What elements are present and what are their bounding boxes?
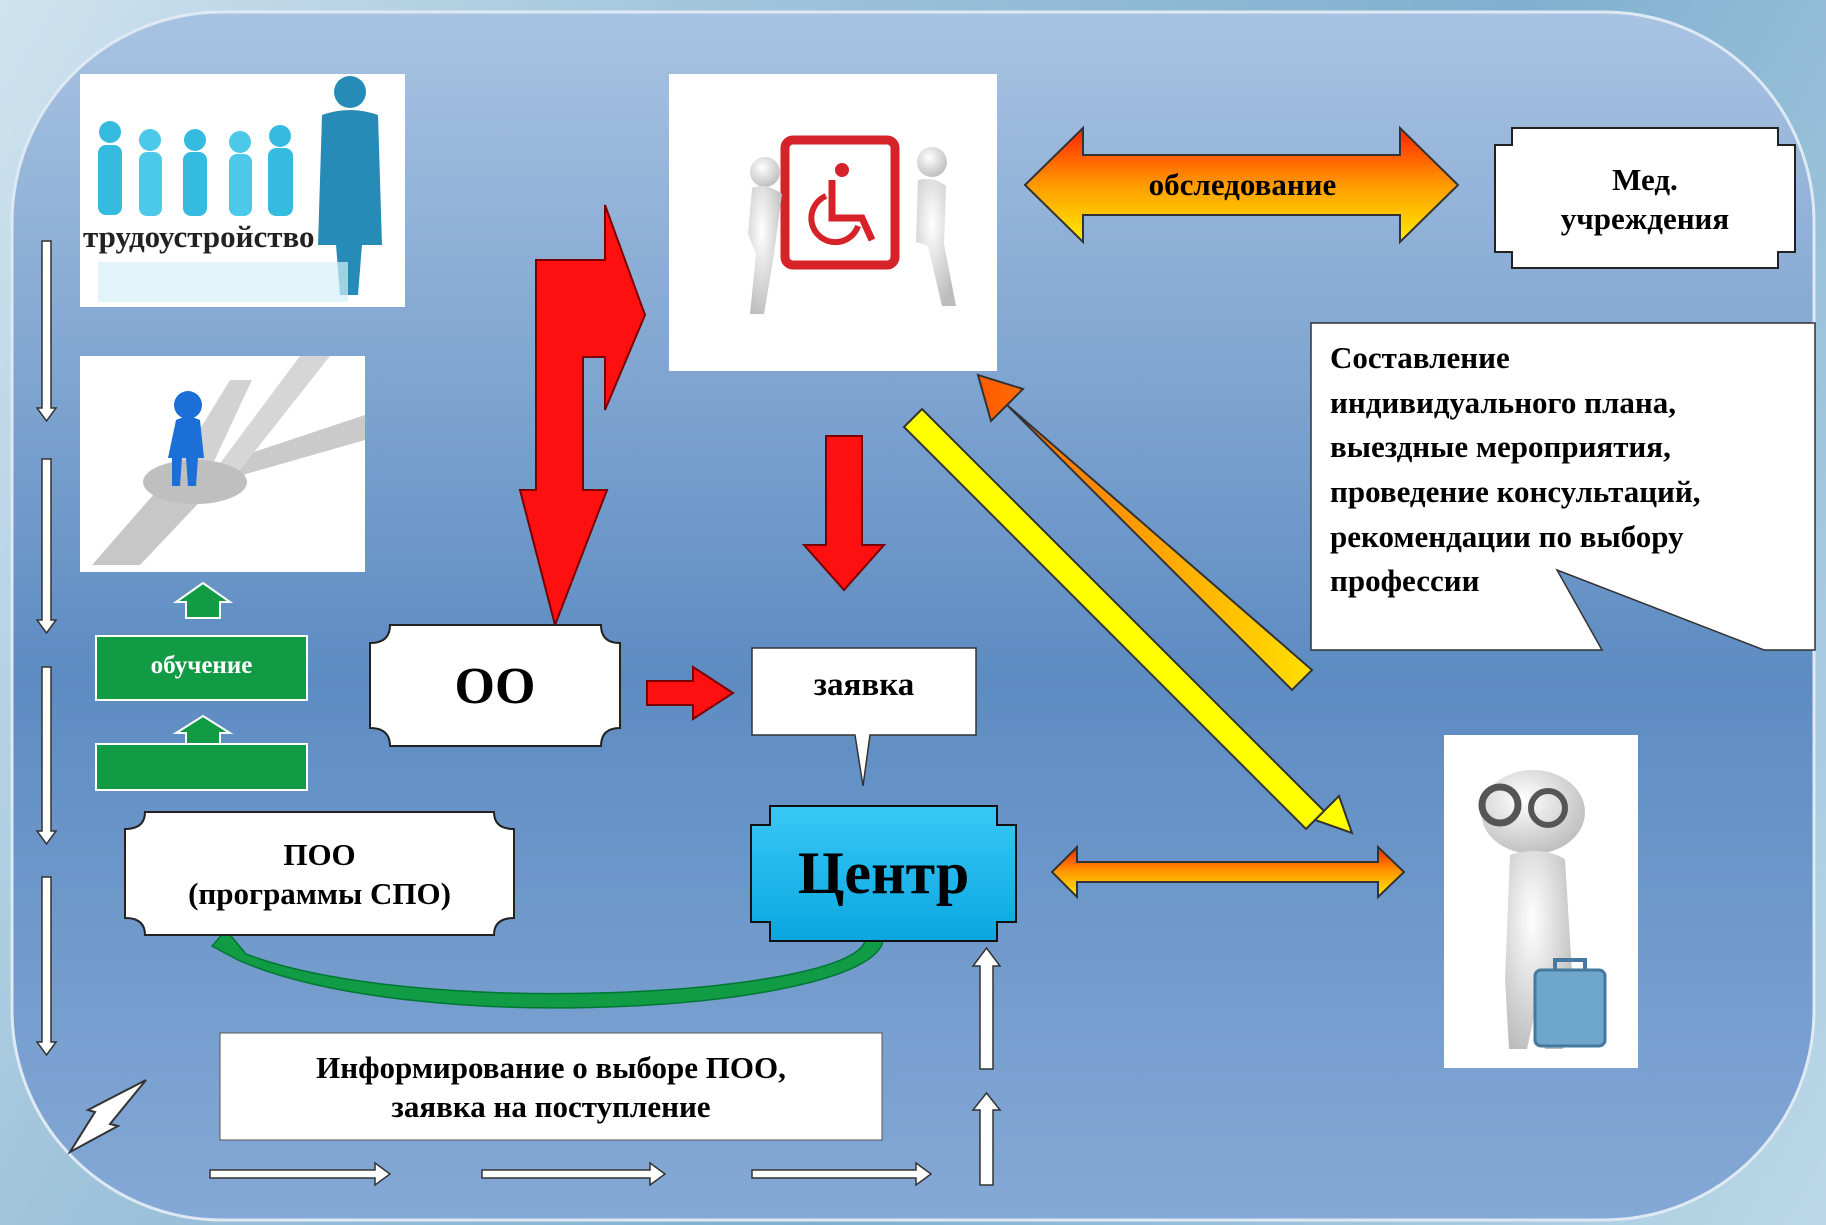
education-block bbox=[95, 581, 308, 791]
application-label: заявка bbox=[813, 667, 915, 704]
commission-to-application-arrow bbox=[801, 435, 887, 592]
employment-image: трудоустройство bbox=[80, 74, 405, 307]
specialist-to-commission-arrow bbox=[976, 373, 1314, 692]
commission-to-specialist-arrow bbox=[902, 407, 1354, 835]
oo-box-shape bbox=[369, 624, 621, 747]
education-label: обучение bbox=[150, 652, 253, 680]
informing-box-shape bbox=[219, 1032, 883, 1141]
center-box-shape bbox=[750, 805, 1017, 942]
specialist-image bbox=[1444, 735, 1638, 1068]
survey-label: обследование bbox=[1148, 166, 1337, 202]
people-silhouettes-icon bbox=[98, 76, 382, 302]
left-process-arrows bbox=[35, 240, 58, 1057]
plan-callout-text: Составление индивидуального плана, выезд… bbox=[1330, 340, 1701, 599]
medical-institutions-label: Мед. учреждения bbox=[1560, 162, 1730, 236]
survey-arrow bbox=[1023, 125, 1460, 245]
application-box-shape bbox=[751, 647, 977, 787]
oo-to-application-arrow bbox=[646, 665, 735, 721]
poo-box-shape bbox=[124, 811, 515, 936]
disability-sign-icon bbox=[748, 135, 956, 314]
crossroads-image bbox=[80, 356, 365, 572]
center-specialist-arrow bbox=[1050, 844, 1406, 900]
center-to-poo-arrow bbox=[210, 928, 884, 1009]
poo-label: ПОО (программы СПО) bbox=[188, 837, 451, 911]
medical-box-shape bbox=[1494, 127, 1796, 269]
disability-image bbox=[669, 74, 997, 371]
up-arrows-to-center bbox=[971, 946, 1002, 1186]
plan-callout-shape bbox=[1310, 322, 1816, 651]
employment-label: трудоустройство bbox=[83, 219, 315, 254]
bottom-process-arrows bbox=[209, 1161, 933, 1187]
oo-to-commission-arrow bbox=[518, 204, 647, 629]
crossroads-person-icon bbox=[92, 356, 365, 565]
center-label: Центр bbox=[797, 839, 970, 906]
specialist-with-briefcase-icon bbox=[1478, 770, 1607, 1049]
bolt-arrow bbox=[67, 1079, 147, 1155]
informing-label: Информирование о выборе ПОО, заявка на п… bbox=[316, 1049, 786, 1124]
oo-label: ОО bbox=[454, 657, 536, 715]
